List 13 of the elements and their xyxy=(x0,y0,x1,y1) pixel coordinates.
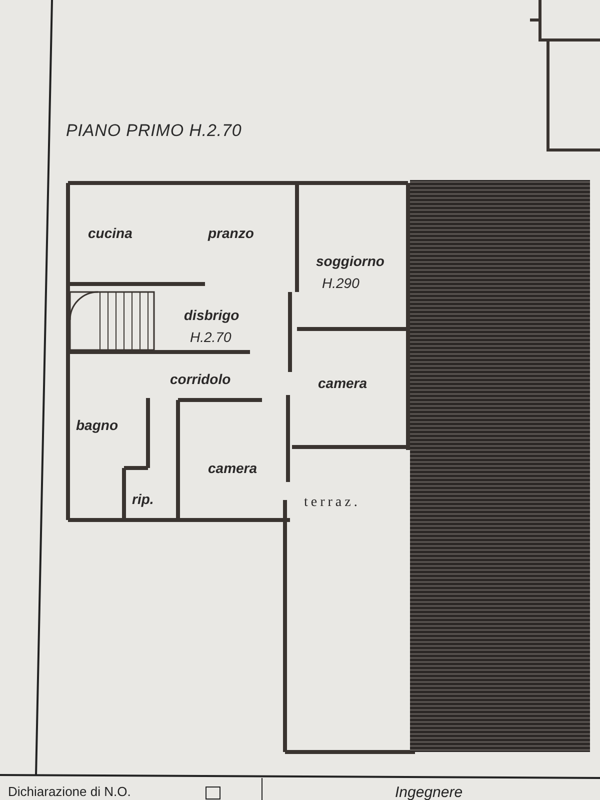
room-label: camera xyxy=(318,372,368,394)
room-label: bagno xyxy=(76,414,118,436)
room-label: corridolo xyxy=(170,368,231,390)
room-label: camera xyxy=(208,457,258,479)
plan-title: PIANO PRIMO H.2.70 xyxy=(66,120,242,142)
room-label: cucina xyxy=(88,222,132,244)
room-label: rip. xyxy=(132,488,154,510)
room-label: pranzo xyxy=(208,222,254,244)
room-label: soggiorno H.290 xyxy=(316,250,384,294)
room-label: terraz. xyxy=(304,492,360,514)
form-label: Dichiarazione di N.O. xyxy=(8,783,131,800)
room-label: disbrigo H.2.70 xyxy=(184,304,240,348)
form-label: Ingegnere xyxy=(395,783,463,800)
